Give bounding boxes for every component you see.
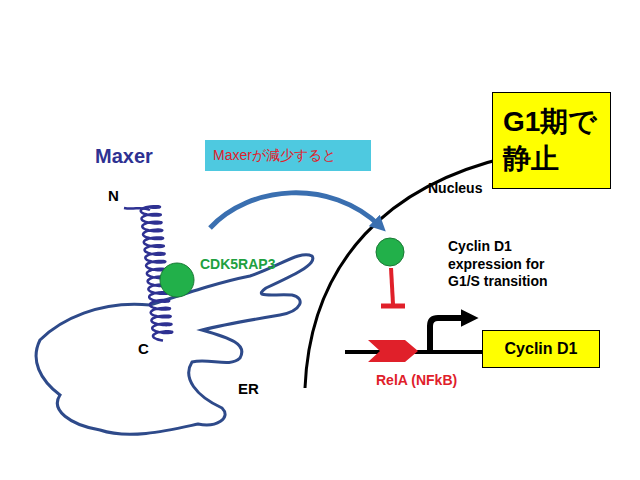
box-text: Maxerが減少すると [213,146,363,164]
terminus-label: C [138,340,149,359]
translocation-arrow [210,193,380,228]
er-membrane [36,255,313,435]
transcription-arrow [430,318,466,350]
annotation: Cyclin D1 expression for G1/S transition [448,238,580,291]
terminus-label: N [108,187,119,206]
box-text: Cyclin D1 [491,339,591,360]
rela-binding-site [368,340,418,362]
cdk5rap3-nuclear [376,238,404,266]
protein-label: RelA (NFkB) [376,372,457,390]
condition-box: Maxerが減少すると [205,140,371,171]
result-box: G1期で 静止 [492,92,611,189]
inhibition-line [391,268,393,304]
inhibition-bar [381,304,405,309]
protein-name: Maxer [95,144,153,169]
gene-box: Cyclin D1 [482,330,600,368]
box-text: G1期で 静止 [503,104,597,177]
protein-label: CDK5RAP3 [200,256,275,274]
organelle-label: ER [238,380,259,399]
organelle-label: Nucleus [428,180,482,198]
cdk5rap3-protein [160,263,194,297]
